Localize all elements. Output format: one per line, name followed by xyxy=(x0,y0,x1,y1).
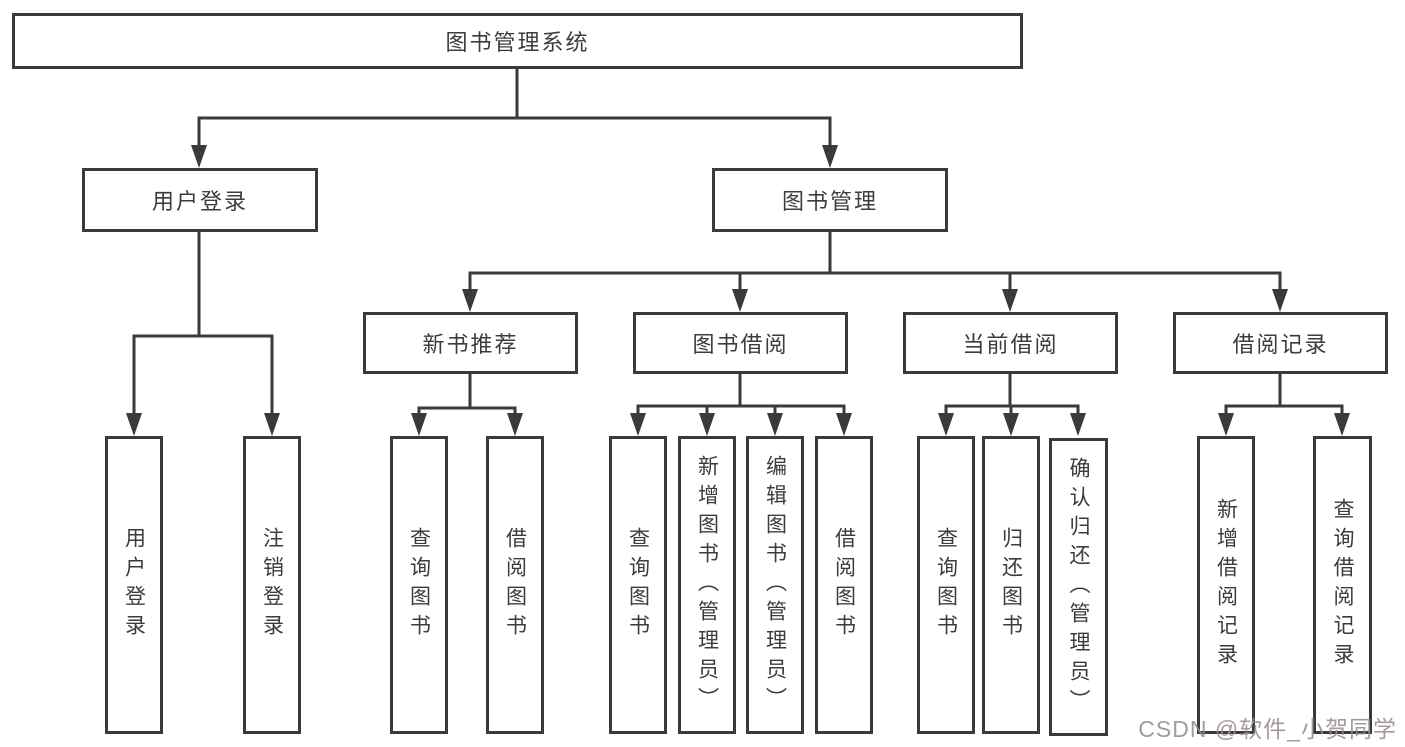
node-current-borrowing: 当前借阅 xyxy=(903,312,1118,374)
node-book-borrowing: 图书借阅 xyxy=(633,312,848,374)
leaf-query-books: 查询图书 xyxy=(390,436,448,734)
node-user-login: 用户登录 xyxy=(82,168,318,232)
leaf-borrow-books: 借阅图书 xyxy=(486,436,544,734)
leaf-confirm-return-admin: 确认归还（管理员） xyxy=(1049,438,1108,736)
leaf-logout: 注销登录 xyxy=(243,436,301,734)
leaf-query-books: 查询图书 xyxy=(609,436,667,734)
leaf-add-book-admin: 新增图书（管理员） xyxy=(678,436,736,734)
csdn-watermark: CSDN @软件_小贺同学 xyxy=(1138,716,1397,742)
leaf-return-books: 归还图书 xyxy=(982,436,1040,734)
node-new-book-recommendation: 新书推荐 xyxy=(363,312,578,374)
node-root: 图书管理系统 xyxy=(12,13,1023,69)
node-book-management: 图书管理 xyxy=(712,168,948,232)
leaf-user-login: 用户登录 xyxy=(105,436,163,734)
leaf-query-borrowing-record: 查询借阅记录 xyxy=(1313,436,1372,734)
leaf-borrow-books: 借阅图书 xyxy=(815,436,873,734)
leaf-add-borrowing-record: 新增借阅记录 xyxy=(1197,436,1255,734)
leaf-query-books: 查询图书 xyxy=(917,436,975,734)
node-borrowing-records: 借阅记录 xyxy=(1173,312,1388,374)
leaf-edit-book-admin: 编辑图书（管理员） xyxy=(746,436,804,734)
